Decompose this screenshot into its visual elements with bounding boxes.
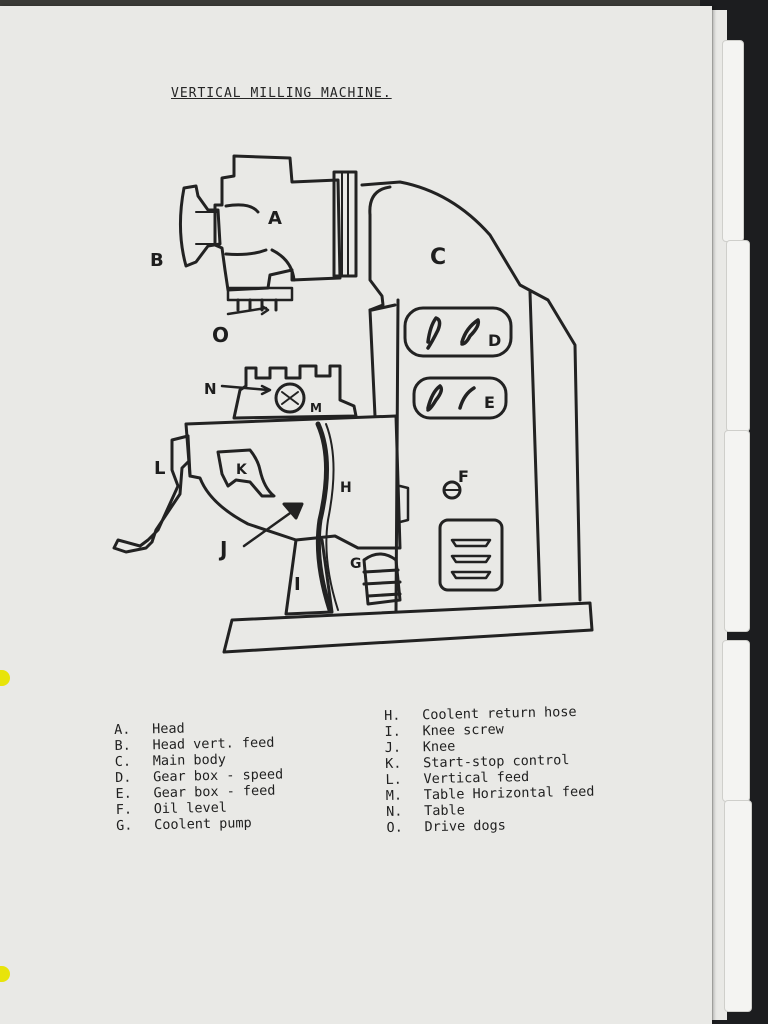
- divider-tab: [724, 430, 750, 632]
- head-vert-feed-wheel: [178, 184, 222, 268]
- label-e: E: [484, 393, 495, 412]
- label-k: K: [236, 462, 248, 478]
- legend-left: A.Head B.Head vert. feed C.Main body D.G…: [114, 718, 284, 834]
- vertical-feed-crank: [112, 434, 190, 554]
- main-body-arch: [368, 185, 392, 217]
- page-title: VERTICAL MILLING MACHINE.: [171, 86, 392, 101]
- label-d: D: [488, 331, 501, 350]
- label-b: B: [150, 250, 164, 271]
- coolant-return-hose: [315, 421, 333, 613]
- label-c: C: [430, 245, 446, 270]
- legend-right: H.Coolent return hose I.Knee screw J.Kne…: [384, 704, 595, 836]
- label-l: L: [154, 458, 165, 479]
- divider-tab: [722, 640, 750, 802]
- label-f: F: [458, 467, 469, 486]
- label-a: A: [268, 208, 282, 229]
- start-stop-control: [216, 448, 276, 498]
- divider-tab: [724, 800, 752, 1012]
- yellow-tab-marker: [0, 966, 10, 982]
- label-i: I: [294, 574, 301, 595]
- gear-box-speed-panel: [403, 306, 513, 358]
- gear-box-feed-panel: [412, 376, 508, 420]
- knee: [184, 414, 402, 550]
- table-feed-wheel: [274, 382, 306, 414]
- table: [232, 364, 358, 420]
- knee-screw: [284, 538, 334, 616]
- label-n: N: [204, 380, 217, 398]
- drive-dogs: [236, 298, 278, 312]
- label-o: O: [212, 323, 229, 347]
- column-side-edge: [528, 290, 542, 602]
- label-g: G: [350, 556, 362, 572]
- yellow-tab-marker: [0, 670, 10, 686]
- vent-grille: [438, 518, 504, 592]
- head-collar: [332, 170, 358, 278]
- label-h: H: [340, 480, 352, 496]
- label-m: M: [310, 401, 322, 415]
- label-j: J: [218, 537, 227, 561]
- divider-tab: [726, 240, 750, 432]
- machine-base: [222, 601, 594, 654]
